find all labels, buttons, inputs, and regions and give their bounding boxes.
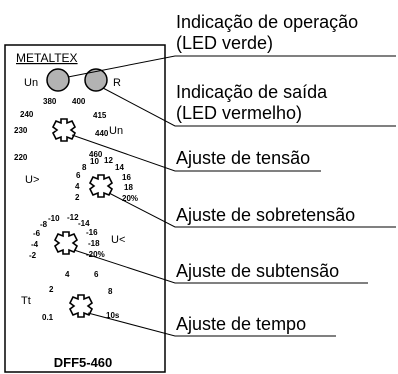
overvoltage-tick: 6 — [76, 171, 81, 180]
voltage-tick: 415 — [93, 111, 107, 120]
callout-operation-line-2: (LED verde) — [176, 33, 274, 53]
callout-time-line-1: Ajuste de tempo — [176, 314, 307, 334]
callout-output-line-1: Indicação de saída — [176, 82, 328, 102]
callout-undervoltage: Ajuste de subtensão — [176, 261, 339, 282]
dial-voltage-name: Un — [109, 125, 123, 137]
led-output — [84, 68, 108, 92]
callout-overvoltage-line-1: Ajuste de sobretensão — [176, 205, 356, 225]
time-tick: 6 — [94, 270, 99, 279]
callout-time: Ajuste de tempo — [176, 314, 306, 335]
time-tick: 2 — [49, 285, 54, 294]
time-tick: 8 — [108, 287, 113, 296]
leader-output — [102, 87, 396, 127]
leader-undervoltage — [73, 249, 368, 284]
dial-voltage[interactable]: Un 220 230 240 380 400 415 440 460 — [14, 97, 123, 162]
time-tick: 4 — [65, 270, 70, 279]
callout-voltage: Ajuste de tensão — [176, 148, 310, 169]
overvoltage-tick: 10 — [90, 157, 99, 166]
voltage-tick: 220 — [14, 153, 28, 162]
undervoltage-tick: -4 — [31, 240, 39, 249]
leader-voltage — [71, 134, 321, 172]
device-panel: METALTEX DFF5-460 — [4, 44, 166, 373]
undervoltage-tick: -2 — [29, 251, 37, 260]
undervoltage-tick: -14 — [78, 219, 90, 228]
voltage-tick: 240 — [20, 110, 34, 119]
voltage-tick: 400 — [72, 97, 86, 106]
callout-undervoltage-line-1: Ajuste de subtensão — [176, 261, 340, 281]
overvoltage-tick: 8 — [82, 163, 87, 172]
overvoltage-tick: 16 — [122, 173, 131, 182]
dial-time-name: Tt — [21, 295, 31, 307]
voltage-tick: 230 — [14, 126, 28, 135]
undervoltage-tick: -6 — [33, 229, 41, 238]
leader-lines — [67, 55, 396, 337]
dial-undervoltage-name: U< — [111, 234, 125, 246]
led-un-label: Un — [24, 77, 38, 89]
led-r-label: R — [113, 77, 121, 89]
voltage-knob-icon[interactable] — [52, 118, 76, 142]
overvoltage-tick: 20% — [122, 194, 138, 203]
undervoltage-tick: -18 — [88, 239, 100, 248]
undervoltage-tick: -16 — [86, 228, 98, 237]
overvoltage-knob-icon[interactable] — [89, 174, 113, 198]
voltage-tick: 380 — [43, 97, 57, 106]
voltage-tick: 460 — [89, 150, 103, 159]
dial-time[interactable]: Tt 0.1 2 4 6 8 10s — [21, 270, 120, 322]
undervoltage-knob-icon[interactable] — [54, 231, 78, 255]
led-operation — [46, 68, 70, 92]
panel-outline — [4, 44, 166, 373]
callout-output: Indicação de saída (LED vermelho) — [176, 82, 327, 124]
voltage-tick: 440 — [95, 129, 109, 138]
time-tick: 10s — [106, 311, 120, 320]
brand-logo: METALTEX — [16, 51, 78, 65]
callout-operation: Indicação de operação (LED verde) — [176, 12, 358, 54]
callout-operation-line-1: Indicação de operação — [176, 12, 359, 32]
leader-time — [87, 312, 336, 337]
model-label: DFF5-460 — [54, 355, 113, 370]
undervoltage-tick: -12 — [67, 213, 79, 222]
undervoltage-tick: -10 — [48, 214, 60, 223]
overvoltage-tick: 12 — [104, 156, 113, 165]
leader-operation — [67, 55, 396, 78]
undervoltage-tick: -20% — [86, 250, 105, 259]
undervoltage-tick: -8 — [40, 220, 48, 229]
overvoltage-tick: 4 — [75, 182, 80, 191]
callout-output-line-2: (LED vermelho) — [176, 103, 303, 123]
leader-overvoltage — [108, 192, 396, 228]
time-tick: 0.1 — [42, 313, 54, 322]
callout-overvoltage: Ajuste de sobretensão — [176, 205, 355, 226]
dial-overvoltage[interactable]: U> 2 4 6 8 10 12 14 16 18 20% — [25, 156, 138, 203]
leds: Un R — [24, 68, 121, 92]
callout-voltage-line-1: Ajuste de tensão — [176, 148, 311, 168]
dial-undervoltage[interactable]: U< -2 -4 -6 -8 -10 -12 -14 -16 -18 -20% — [29, 213, 125, 260]
dial-overvoltage-name: U> — [25, 174, 39, 186]
overvoltage-tick: 18 — [124, 183, 133, 192]
overvoltage-tick: 2 — [75, 193, 80, 202]
overvoltage-tick: 14 — [115, 163, 124, 172]
